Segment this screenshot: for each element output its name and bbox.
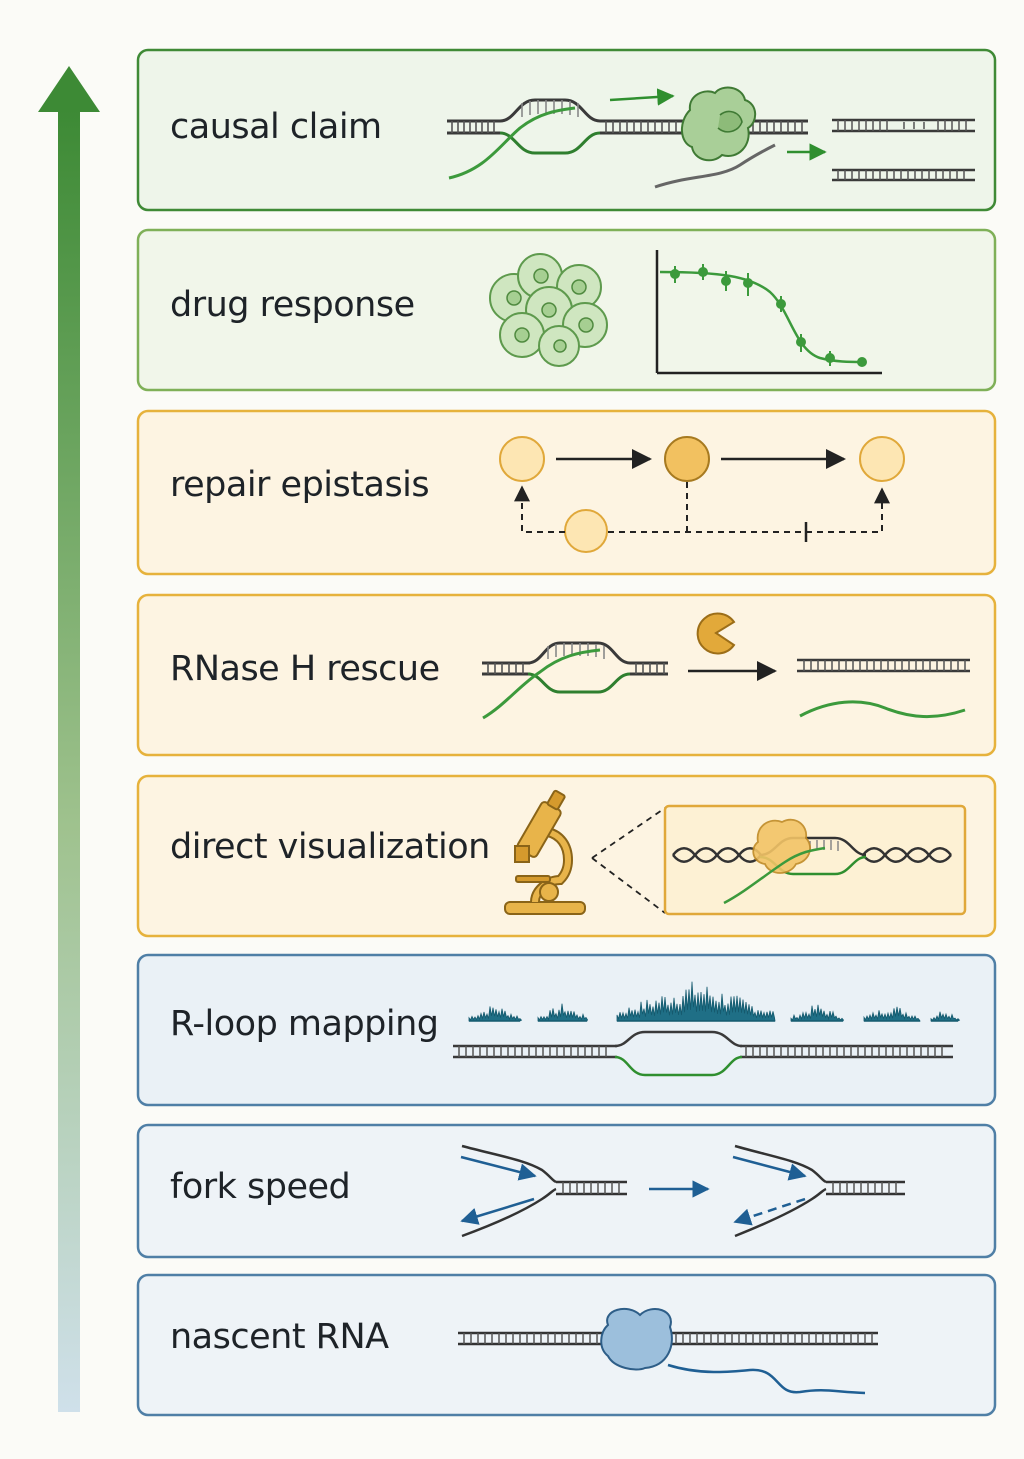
- panel-rnase-h-rescue: [136, 593, 997, 757]
- replication-fork-icon: [460, 1144, 905, 1238]
- rnase-h-pacman-icon: [688, 612, 777, 681]
- nascent-transcription-icon: [458, 1307, 878, 1395]
- rnase-h-r-loop-icon: [482, 641, 668, 720]
- label-rnase-h-rescue: RNase H rescue: [170, 649, 440, 689]
- microscope-icon: [504, 789, 586, 915]
- evidence-strength-arrow: [38, 66, 100, 1412]
- panel-causal-claim: [136, 48, 997, 212]
- zoom-callout-lines: [591, 807, 666, 914]
- label-nascent-rna: nascent RNA: [170, 1317, 389, 1357]
- label-causal-claim: causal claim: [170, 107, 382, 147]
- epistasis-network-icon: [499, 436, 905, 553]
- coverage-peaks-icon: [468, 981, 961, 1022]
- rna-polymerase-icon: [600, 1307, 673, 1371]
- free-rna-icon: [797, 658, 970, 718]
- mapping-r-loop-icon: [453, 1030, 953, 1077]
- panel-repair-epistasis: [136, 409, 997, 576]
- causal-claim-resolved-dna-icon: [787, 118, 975, 182]
- zoomed-r-loop-icon: [663, 804, 967, 916]
- label-r-loop-mapping: R-loop mapping: [170, 1004, 439, 1044]
- causal-claim-r-loop-icon: [447, 98, 808, 180]
- panel-r-loop-mapping: [136, 953, 997, 1107]
- label-fork-speed: fork speed: [170, 1167, 351, 1207]
- dose-response-curve-icon: [655, 250, 882, 375]
- cell-cluster-icon: [489, 253, 608, 367]
- label-repair-epistasis: repair epistasis: [170, 465, 430, 505]
- causal-claim-complex-icon: [609, 86, 776, 189]
- label-drug-response: drug response: [170, 285, 415, 325]
- label-direct-visualization: direct visualization: [170, 827, 490, 867]
